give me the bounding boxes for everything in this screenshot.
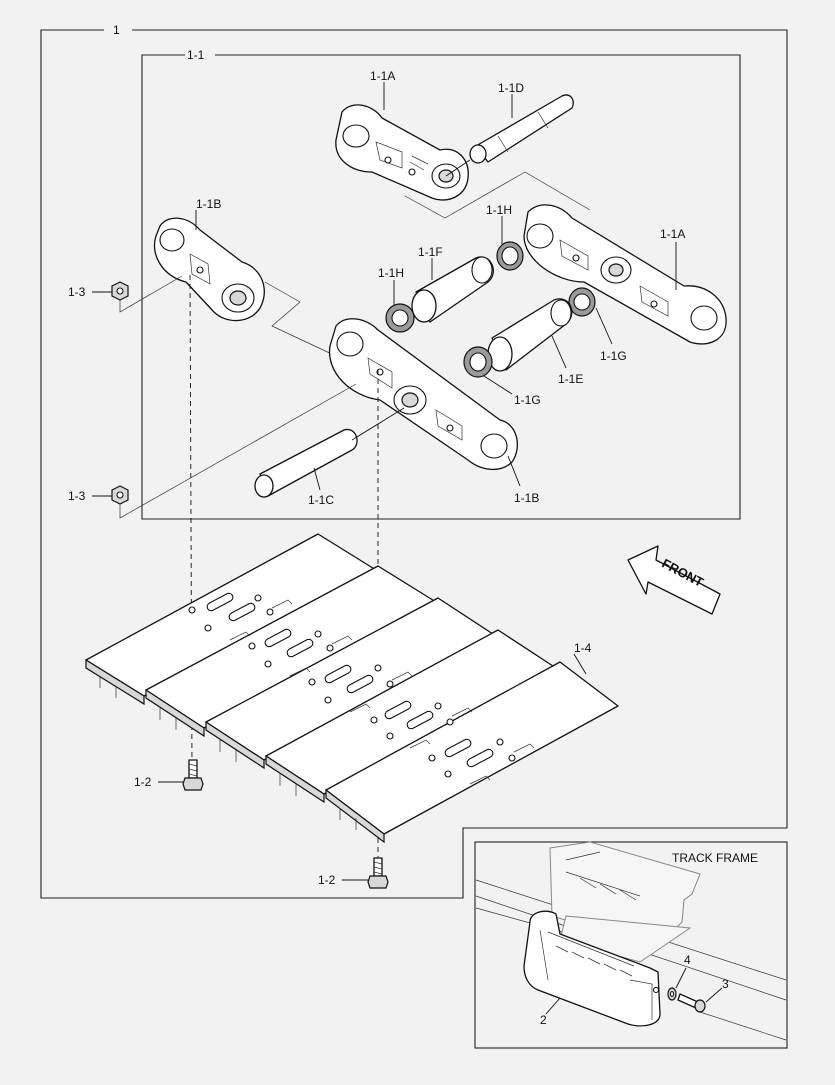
- seal-1-1g-lower: [463, 346, 493, 378]
- callout-link-assembly: 1-1: [187, 48, 205, 62]
- bolt-1-2-upper: [182, 759, 204, 791]
- guard-2: [523, 910, 661, 1027]
- callout-pin-d: 1-1D: [498, 81, 524, 95]
- callout-link-a-right: 1-1A: [660, 227, 685, 241]
- seal-1-1h-upper: [496, 241, 524, 271]
- link-assembly-frame: [141, 54, 741, 520]
- link-1-1a-top: [335, 104, 469, 201]
- bolt-1-2-lower: [367, 857, 389, 889]
- track-frame-inset: [474, 841, 788, 1049]
- pin-1-1d: [469, 94, 574, 164]
- callout-assembly: 1: [113, 23, 120, 37]
- pin-1-1c: [254, 428, 358, 498]
- callout-nut-lower: 1-3: [68, 489, 86, 503]
- callout-seal-h-lower: 1-1H: [378, 266, 404, 280]
- callout-guard: 2: [540, 1013, 547, 1027]
- callout-pin-c: 1-1C: [308, 493, 334, 507]
- washer-4: [667, 987, 677, 1001]
- callout-shoe: 1-4: [574, 641, 592, 655]
- link-1-1b-left: [153, 217, 265, 322]
- front-arrow: FRONT: [627, 545, 721, 615]
- callout-bushing-f: 1-1F: [418, 245, 443, 259]
- callout-bolt-upper: 1-2: [134, 775, 152, 789]
- callout-link-a-top: 1-1A: [370, 69, 395, 83]
- callout-seal-g-right: 1-1G: [600, 349, 627, 363]
- callout-bushing-e: 1-1E: [558, 372, 583, 386]
- track-shoes-1-4: [85, 533, 619, 844]
- callout-guard-bolt: 3: [722, 977, 729, 991]
- link-1-1b-lower: [328, 318, 518, 470]
- alignment-line-left: [189, 274, 193, 771]
- callout-nut-upper: 1-3: [68, 285, 86, 299]
- track-frame-label: TRACK FRAME: [672, 851, 758, 865]
- bolt-3: [677, 993, 706, 1013]
- nut-1-3-lower: [111, 485, 129, 505]
- assembly-frame: [40, 29, 788, 899]
- link-1-1a-right: [523, 204, 727, 345]
- bushing-1-1e: [487, 298, 573, 372]
- bushing-1-1f: [411, 256, 494, 323]
- callout-seal-g-lower: 1-1G: [514, 393, 541, 407]
- callout-seal-h-upper: 1-1H: [486, 203, 512, 217]
- track-frame-structure: [475, 841, 787, 1041]
- callout-guard-washer: 4: [684, 953, 691, 967]
- callout-link-b-left: 1-1B: [196, 197, 221, 211]
- seal-1-1g-right: [568, 287, 596, 317]
- callout-link-b-lower: 1-1B: [514, 491, 539, 505]
- callout-bolt-lower: 1-2: [318, 873, 336, 887]
- nut-1-3-upper: [111, 281, 129, 301]
- seal-1-1h-lower: [385, 303, 415, 333]
